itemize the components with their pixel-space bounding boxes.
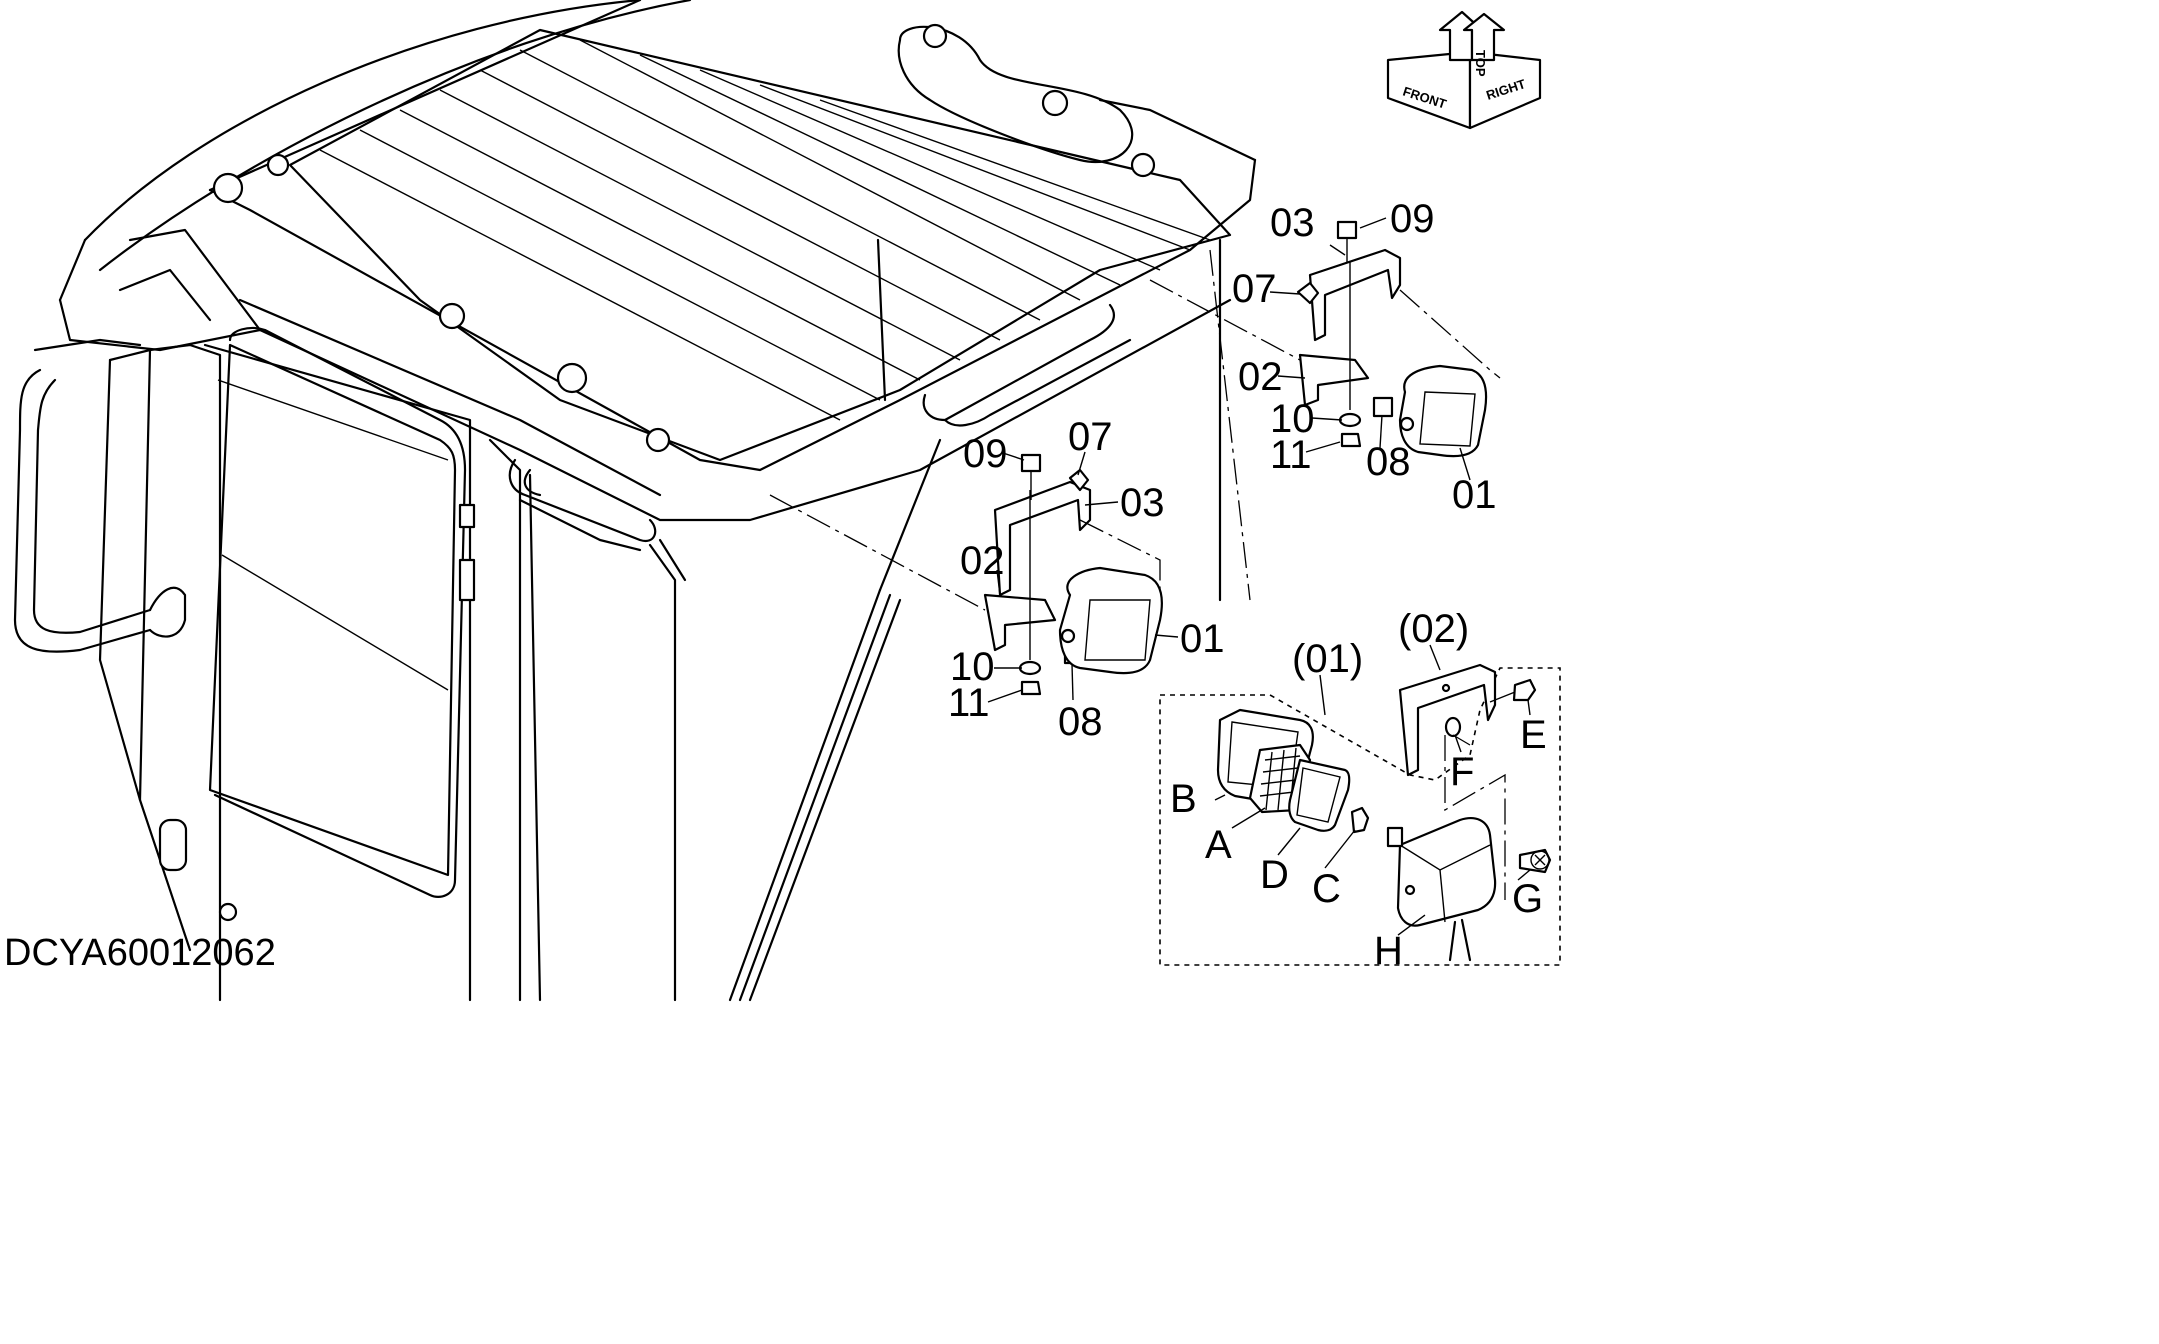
callout-H: H — [1374, 929, 1403, 973]
callout-r10: 10 — [1270, 397, 1315, 441]
callout-l08: 08 — [1058, 700, 1103, 744]
callout-l09: 09 — [963, 432, 1008, 476]
callout-l11: 11 — [948, 681, 990, 725]
right-lamp-assembly — [1149, 220, 1501, 458]
callout-r09: 09 — [1390, 197, 1435, 241]
callout-r02: 02 — [1238, 355, 1283, 399]
callout-r03: 03 — [1270, 201, 1315, 245]
callout-D: D — [1260, 853, 1289, 897]
drawing-code: DCYA60012062 — [4, 932, 276, 974]
callout-l01: 01 — [1180, 617, 1225, 661]
callout-r01: 01 — [1452, 473, 1497, 517]
callout-r07: 07 — [1232, 267, 1277, 311]
callout-l02: 02 — [960, 539, 1005, 583]
detail-box — [1159, 663, 1561, 966]
callout-r08: 08 — [1366, 440, 1411, 484]
compass-top: TOP — [1473, 50, 1488, 77]
callout-G: G — [1512, 877, 1543, 921]
leader-lines — [987, 217, 1531, 936]
cab-body — [13, 0, 1257, 1002]
callout-l10: 10 — [950, 645, 995, 689]
detail-callouts: (01) (02) A B C D E F G H — [1170, 607, 1547, 973]
orientation-compass: FRONT RIGHT TOP — [1386, 10, 1542, 130]
callout-group-01: (01) — [1292, 637, 1363, 681]
left-callouts: 09 07 03 02 01 10 11 08 — [948, 415, 1225, 744]
left-lamp-assembly — [769, 453, 1163, 696]
callout-E: E — [1520, 713, 1547, 757]
callout-l03: 03 — [1120, 481, 1165, 525]
detail-leader — [1209, 249, 1251, 601]
callout-A: A — [1205, 823, 1232, 867]
callout-B: B — [1170, 777, 1197, 821]
callout-C: C — [1312, 867, 1341, 911]
callout-group-02: (02) — [1398, 607, 1469, 651]
callout-l07: 07 — [1068, 415, 1113, 459]
callout-F: F — [1450, 750, 1474, 794]
callout-r11: 11 — [1270, 433, 1312, 477]
roof-bolts — [212, 23, 1156, 453]
right-callouts: 03 09 07 02 10 11 08 01 — [1232, 197, 1497, 517]
